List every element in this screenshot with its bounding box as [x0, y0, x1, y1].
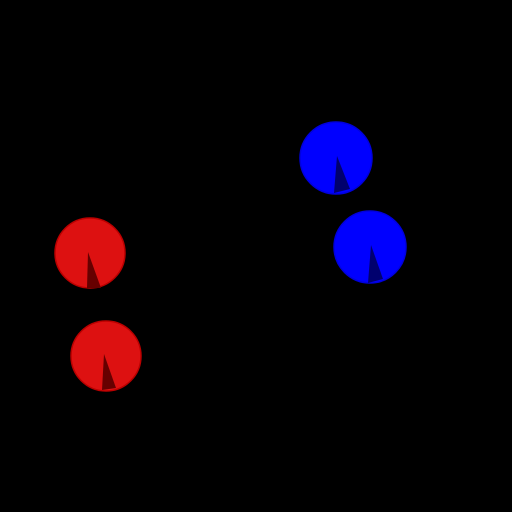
blue-agent-2	[333, 210, 407, 284]
red-agent-2-heading-pointer	[102, 354, 116, 390]
agents-layer	[54, 121, 407, 392]
red-agent-2-body	[70, 320, 142, 392]
blue-agent-2-heading-pointer	[368, 245, 383, 283]
blue-agent-1-body	[299, 121, 373, 195]
blue-agent-2-body	[333, 210, 407, 284]
red-agent-1-heading-pointer	[87, 252, 101, 288]
red-agent-2	[70, 320, 142, 392]
blue-agent-1-heading-pointer	[334, 156, 350, 193]
blue-agent-1	[299, 121, 373, 195]
red-agent-1	[54, 217, 126, 289]
